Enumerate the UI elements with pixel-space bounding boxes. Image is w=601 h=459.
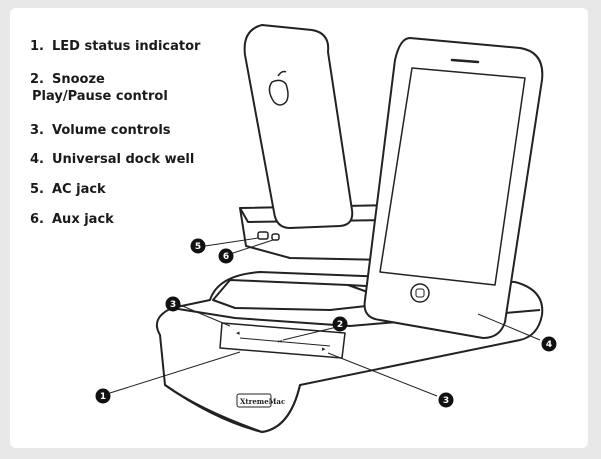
- svg-text:2: 2: [337, 320, 343, 330]
- back-phone: [243, 24, 354, 229]
- apple-logo-icon: [268, 70, 289, 106]
- svg-text:3: 3: [443, 396, 449, 406]
- aux-jack: [271, 233, 280, 241]
- svg-text:3: 3: [170, 300, 176, 310]
- svg-text:5: 5: [195, 242, 201, 252]
- brand-label: XtremeMac: [240, 397, 285, 406]
- callout-3-top: 3: [165, 296, 181, 312]
- legend-item-volume: 3.Volume controls: [30, 123, 171, 138]
- front-curve: [164, 384, 301, 433]
- snooze-glyph: ⏯: [278, 338, 283, 345]
- callout-1: 1: [95, 388, 111, 404]
- volume-up-glyph: ▸: [322, 345, 326, 353]
- home-button-square: [415, 288, 425, 298]
- callout-5: 5: [190, 238, 206, 254]
- ac-jack: [257, 231, 269, 240]
- speaker-slot: [450, 58, 480, 64]
- legend-item-ac-jack: 5.AC jack: [30, 182, 106, 197]
- volume-down-glyph: ◂: [236, 329, 240, 337]
- callout-6: 6: [218, 248, 234, 264]
- svg-text:1: 1: [100, 392, 106, 402]
- front-phone-screen: [379, 67, 526, 286]
- callout-3-bottom: 3: [438, 392, 454, 408]
- svg-text:4: 4: [546, 340, 552, 350]
- callout-4: 4: [541, 336, 557, 352]
- brand-badge: XtremeMac: [236, 393, 285, 408]
- control-divider: [239, 337, 331, 347]
- svg-text:6: 6: [223, 252, 229, 262]
- legend-item-aux-jack: 6.Aux jack: [30, 212, 114, 227]
- legend-item-led: 1.LED status indicator: [30, 39, 201, 54]
- legend-item-dock-well: 4.Universal dock well: [30, 152, 195, 167]
- callout-2: 2: [332, 316, 348, 332]
